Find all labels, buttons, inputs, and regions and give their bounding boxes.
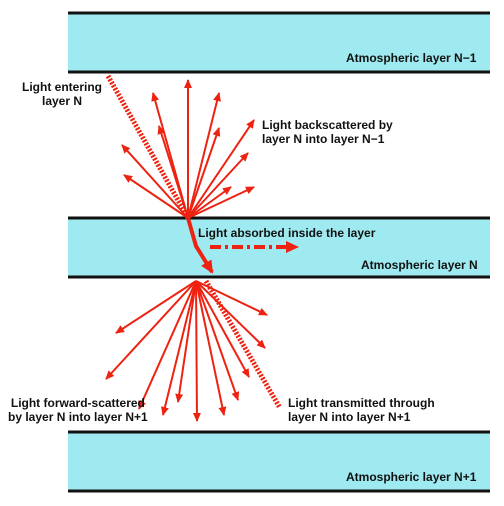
label-backscattered: Light backscattered by layer N into laye… (262, 118, 393, 146)
path-through-layer (186, 217, 214, 274)
backscatter-arrow-8 (187, 119, 255, 219)
layer-middle-label: Atmospheric layer N (361, 258, 478, 272)
backscatter-arrow-9 (187, 152, 249, 219)
label-transmitted: Light transmitted through layer N into l… (288, 396, 435, 424)
backscatter-arrow-10 (187, 186, 255, 219)
forward-scatter-arrow-4 (161, 280, 197, 416)
forward-scatter-arrow-11 (195, 280, 268, 316)
forward-scatter-arrow-6 (192, 280, 201, 422)
forward-scatter-arrow-2 (105, 280, 197, 380)
forward-scatter-arrow-3 (138, 280, 197, 410)
label-light-entering: Light entering layer N (22, 80, 102, 108)
forward-scatter-arrow-10 (195, 280, 266, 349)
incoming-beam (105, 74, 191, 220)
forward-scatter-arrow-5 (175, 280, 197, 403)
layer-bottom-label: Atmospheric layer N+1 (346, 470, 477, 484)
forward-scatter-arrow-9 (195, 280, 250, 378)
backscatter-arrow-4 (157, 125, 189, 219)
label-absorbed: Light absorbed inside the layer (198, 226, 376, 240)
backscatter-arrow-7 (187, 127, 221, 219)
forward-scatter-arrow-1 (115, 280, 197, 334)
backscatter-fan (121, 79, 255, 219)
transmitted-beam (203, 279, 283, 410)
label-forward-scattered: Light forward-scattered by layer N into … (8, 396, 148, 424)
layer-top (68, 11, 490, 74)
backscatter-arrow-11 (187, 186, 232, 219)
layer-bottom (68, 430, 490, 493)
backscatter-arrow-2 (121, 144, 189, 219)
backscatter-arrow-6 (187, 92, 221, 219)
layer-top-label: Atmospheric layer N−1 (346, 51, 477, 65)
backscatter-arrow-1 (123, 174, 189, 219)
forward-scatter-arrow-8 (195, 280, 240, 401)
forward-scatter-fan (105, 280, 268, 422)
forward-scatter-arrow-7 (195, 280, 227, 416)
